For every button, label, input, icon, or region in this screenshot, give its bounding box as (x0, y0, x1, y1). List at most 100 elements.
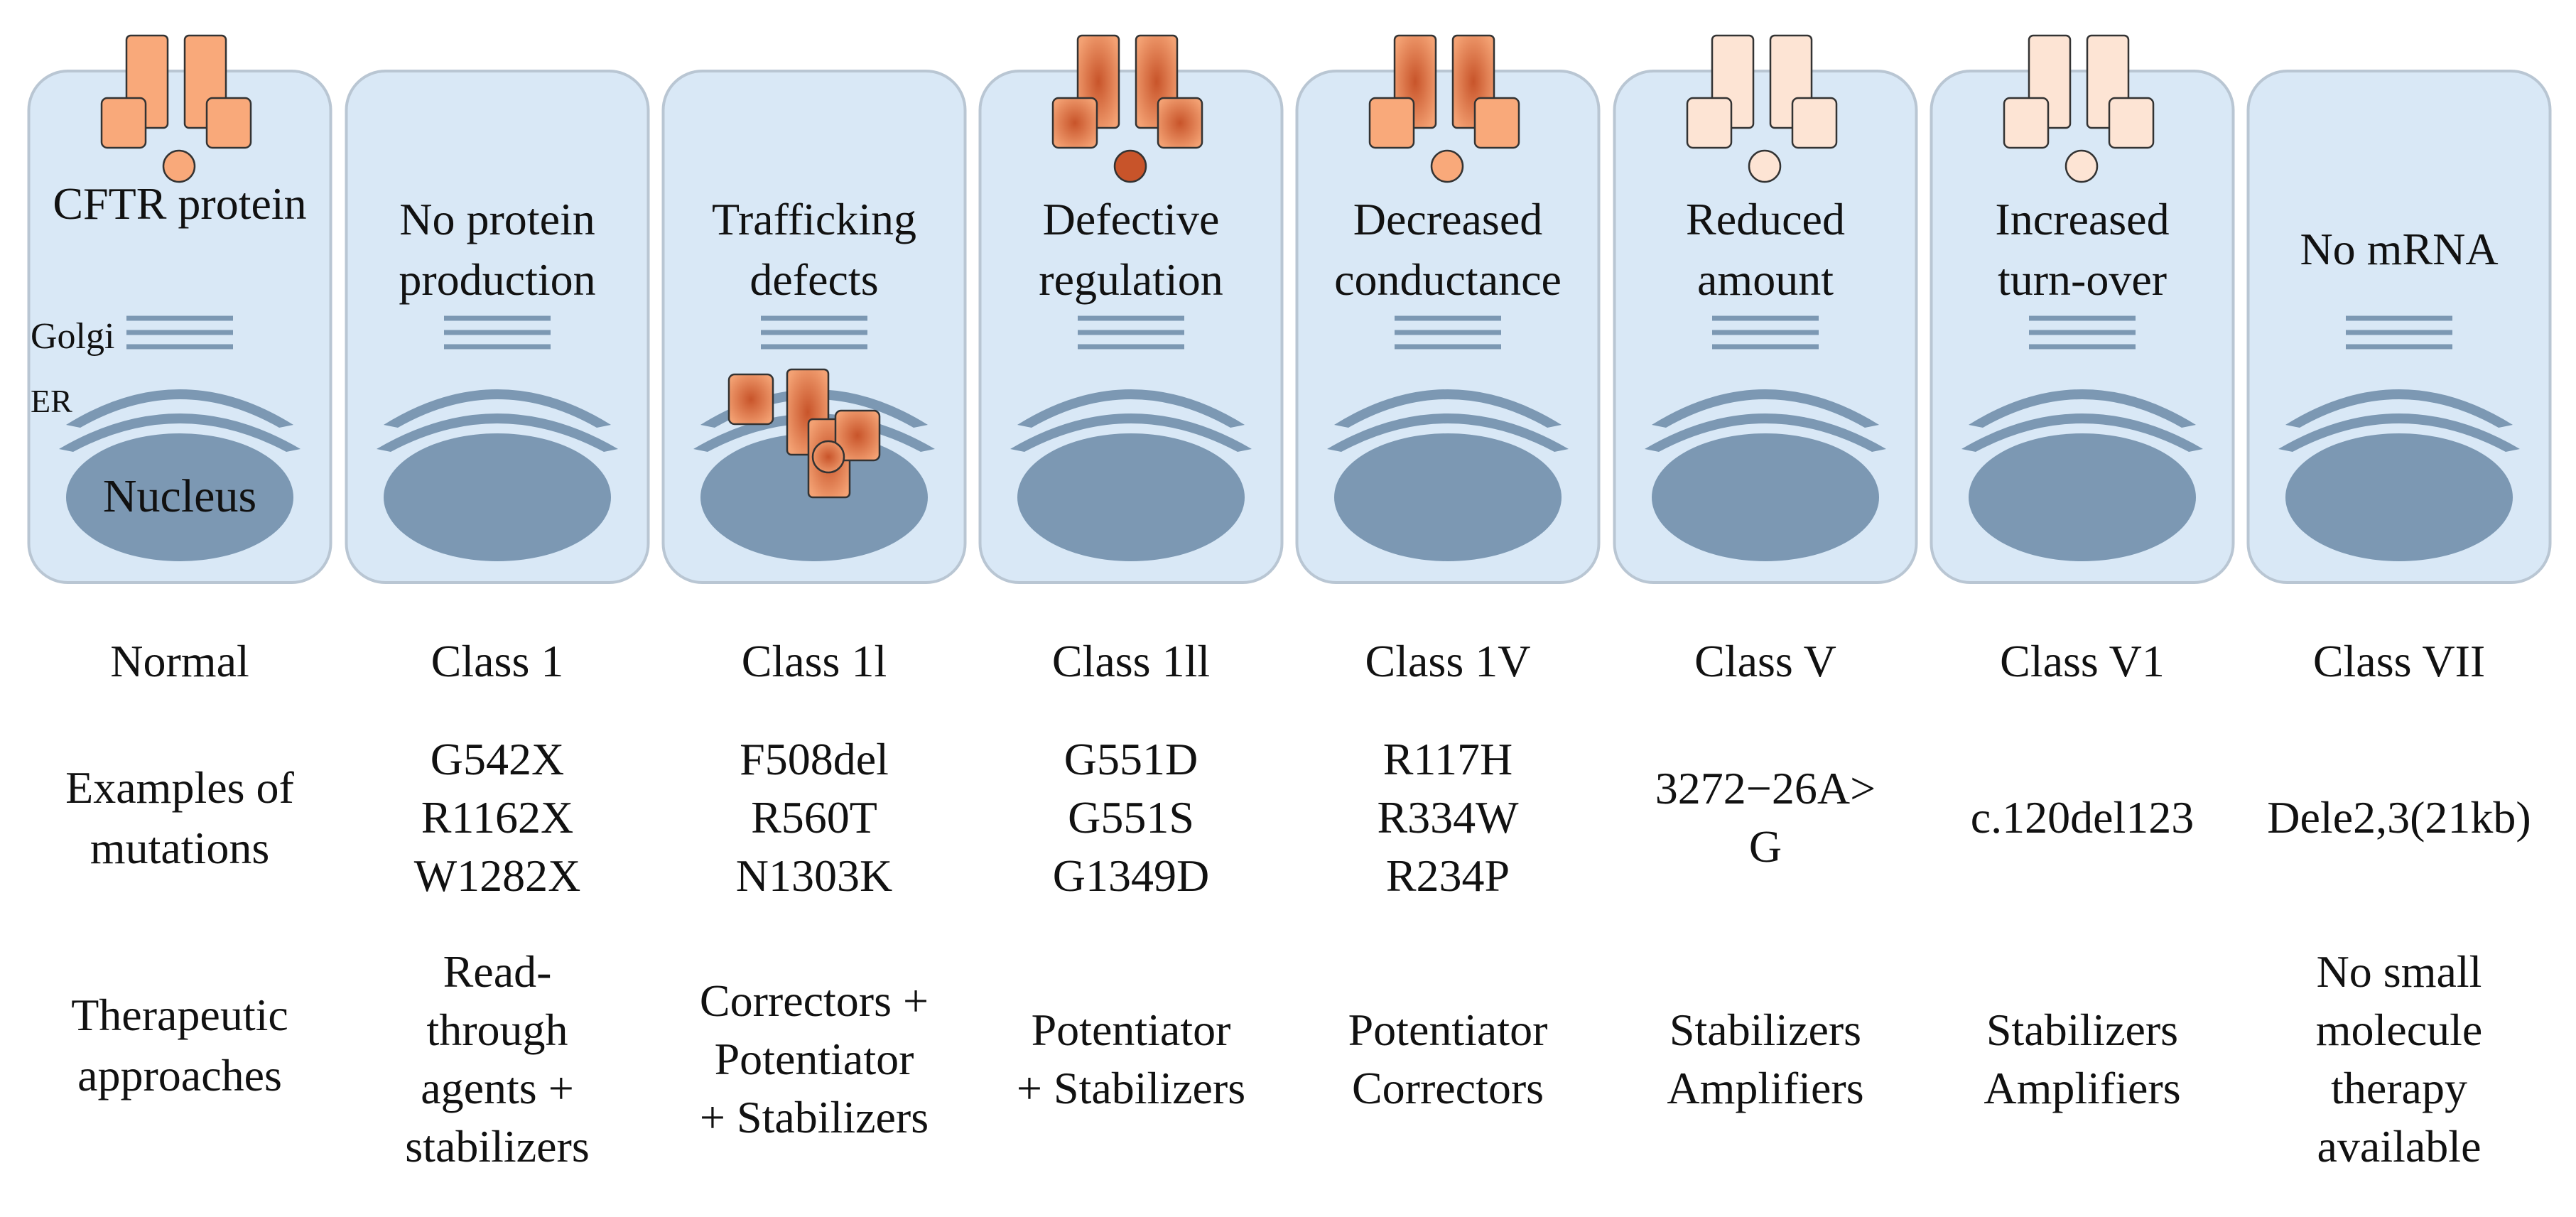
therapy-approach: Potentiator (1348, 1005, 1548, 1055)
therapy-approach: Correctors (1352, 1063, 1544, 1113)
cell-title-line: Reduced (1686, 194, 1845, 244)
mutation-example: G (1749, 821, 1782, 872)
cell-title-line: conductance (1334, 254, 1562, 305)
therapy-approach: therapy (2331, 1063, 2467, 1113)
er-arc (1652, 389, 1879, 428)
er-arc (2285, 389, 2513, 428)
mutation-example: R334W (1377, 792, 1519, 843)
er-label: ER (31, 383, 72, 419)
mutation-example: R560T (751, 792, 877, 843)
therapy-approach: stabilizers (405, 1121, 589, 1172)
protein-dot (162, 149, 196, 183)
row-label-therapy: Therapeutic (71, 990, 288, 1040)
er-arc (2278, 413, 2520, 452)
cell-class7: No mRNA (2246, 70, 2552, 584)
nucleus (1334, 433, 1562, 561)
therapy-approach: through (426, 1005, 568, 1055)
er-arc (1969, 389, 2196, 428)
mutation-example: W1282X (414, 850, 581, 901)
er-arc (377, 413, 618, 452)
er-arc (1334, 389, 1562, 428)
mutation-example: G542X (431, 734, 564, 784)
cell-title-line: Trafficking (712, 194, 916, 244)
er-arc (1327, 413, 1569, 452)
protein-dot (2064, 149, 2099, 183)
class-label: Normal (110, 636, 249, 686)
protein-subunit-small (100, 97, 147, 149)
therapy-approach: Potentiator (1032, 1005, 1231, 1055)
er-arc (384, 389, 611, 428)
class-label: Class V (1694, 636, 1836, 686)
cell-class2: Trafficking defects (661, 70, 967, 584)
cell-title-line: No protein (399, 194, 595, 244)
nucleus (66, 433, 293, 561)
therapy-approach: agents + (421, 1063, 574, 1113)
protein-dot (811, 440, 845, 474)
er-arc (1961, 413, 2203, 452)
mutation-example: G551D (1064, 734, 1198, 784)
trapped-proteins (727, 368, 881, 499)
mutation-example: F508del (740, 734, 889, 784)
protein-dot (1113, 149, 1147, 183)
cell-title-line: production (399, 254, 595, 305)
mutation-example: Dele2,3(21kb) (2267, 792, 2531, 843)
cell-class3: Defective regulation (978, 34, 1284, 584)
nucleus (1017, 433, 1245, 561)
cell-title-line: regulation (1039, 254, 1223, 305)
mutation-example: R1162X (421, 792, 574, 843)
protein-subunit-small (1686, 97, 1733, 149)
golgi-label: Golgi (31, 316, 114, 357)
therapy-approach: Read- (443, 946, 552, 997)
er-arc (1645, 413, 1886, 452)
protein-subunit-small (1157, 97, 1203, 149)
class-label: Class 1V (1365, 636, 1531, 686)
protein-dot (1748, 149, 1782, 183)
therapy-approach: Amplifiers (1984, 1063, 2180, 1113)
therapy-approach: molecule (2316, 1005, 2483, 1055)
protein-subunit-small (1051, 97, 1098, 149)
mutation-example: N1303K (736, 850, 892, 901)
protein-subunit-small (727, 373, 774, 426)
er-arc (59, 413, 301, 452)
therapy-approach: No small (2317, 946, 2482, 997)
protein-subunit-small (205, 97, 252, 149)
cell-title-line: amount (1697, 254, 1834, 305)
cell-title-line: defects (749, 254, 878, 305)
er-arc (1017, 389, 1245, 428)
mutation-example: 3272−26A> (1655, 763, 1876, 813)
therapy-approach: Potentiator (715, 1034, 914, 1084)
mutation-example: G551S (1068, 792, 1194, 843)
therapy-approach: Amplifiers (1667, 1063, 1863, 1113)
mutation-example: R117H (1383, 734, 1513, 784)
protein-dot (1430, 149, 1464, 183)
class-label: Class 1 (431, 636, 564, 686)
row-label-mutations: Examples of (65, 762, 294, 813)
therapy-approach: + Stabilizers (700, 1092, 929, 1142)
row-label-therapy: approaches (77, 1050, 282, 1100)
er-arc (66, 389, 293, 428)
mutation-example: R234P (1386, 850, 1510, 901)
class-label: Class 1ll (1052, 636, 1210, 686)
protein-subunit-small (1368, 97, 1415, 149)
cftr-protein-label: CFTR protein (53, 178, 306, 229)
therapy-approach: + Stabilizers (1017, 1063, 1245, 1113)
therapy-approach: Stabilizers (1986, 1005, 2178, 1055)
protein-subunit-small (2003, 97, 2050, 149)
mutation-example: G1349D (1053, 850, 1209, 901)
row-label-mutations: mutations (90, 823, 269, 873)
therapy-approach: Correctors + (700, 975, 929, 1026)
nucleus (384, 433, 611, 561)
class-label: Class V1 (2000, 636, 2165, 686)
protein-subunit-small (834, 409, 881, 462)
cell-title-line: Defective (1043, 194, 1220, 244)
cell-title-line: Increased (1995, 194, 2169, 244)
cell-class5: Reduced amount (1613, 34, 1918, 584)
protein-subunit-small (1791, 97, 1838, 149)
therapy-approach: available (2317, 1121, 2482, 1172)
class-label: Class 1l (742, 636, 887, 686)
